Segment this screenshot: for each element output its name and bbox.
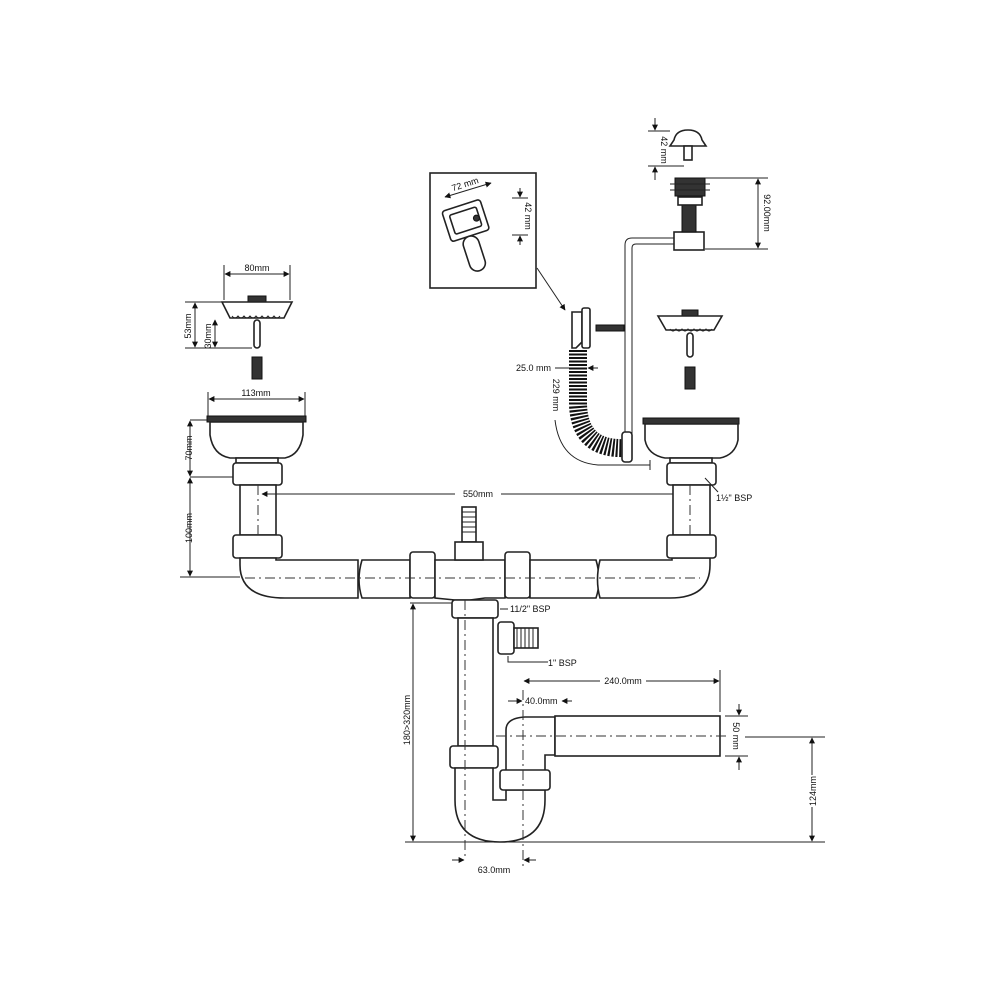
trap-thread-label: 11/2" BSP <box>510 604 551 614</box>
right-thread-label: 1½" BSP <box>716 493 752 503</box>
stem-length-label: 30mm <box>203 323 213 348</box>
hose-length-label: 229 mm <box>551 379 561 412</box>
outlet-height-label: 124mm <box>808 776 818 806</box>
bottle-trap: 11/2" BSP 1" BSP 180>320mm 240.0mm 40.0m… <box>402 599 825 875</box>
basket-width-label: 80mm <box>244 263 269 273</box>
popup-knob <box>668 129 708 147</box>
left-basket-strainer: 80mm 53mm 30mm <box>183 263 294 380</box>
bowl-depth-label: 70mm <box>184 435 194 460</box>
hose-diameter-label: 25.0 mm <box>516 363 551 373</box>
outlet-length-label: 240.0mm <box>604 676 642 686</box>
overflow-assembly: 72 mm 42 mm 25.0 mm 229 mm <box>429 172 651 470</box>
overflow-height-label: 42 mm <box>523 202 533 230</box>
outlet-diameter-label: 50 mm <box>731 722 741 750</box>
basket-height-label: 53mm <box>183 313 193 338</box>
knob-height-label: 42 mm <box>659 136 669 164</box>
screw-icon <box>251 356 263 380</box>
bowl-width-label: 113mm <box>241 388 270 398</box>
tail-length-label: 100mm <box>184 513 194 543</box>
outlet-offset-label: 40.0mm <box>525 696 558 706</box>
center-spacing-label: 550mm <box>463 489 493 499</box>
left-bowl-waste: 113mm 70mm 100mm <box>180 388 307 578</box>
popup-height-label: 92.00mm <box>762 194 772 232</box>
horizontal-waste-pipe: 550mm <box>239 488 711 601</box>
appliance-thread-label: 1" BSP <box>548 658 577 668</box>
trap-spacing-label: 63.0mm <box>478 865 511 875</box>
right-bowl-waste: 1½" BSP 42 mm 92.00mm <box>624 118 772 559</box>
trap-height-label: 180>320mm <box>402 695 412 745</box>
screw-icon <box>684 366 696 390</box>
